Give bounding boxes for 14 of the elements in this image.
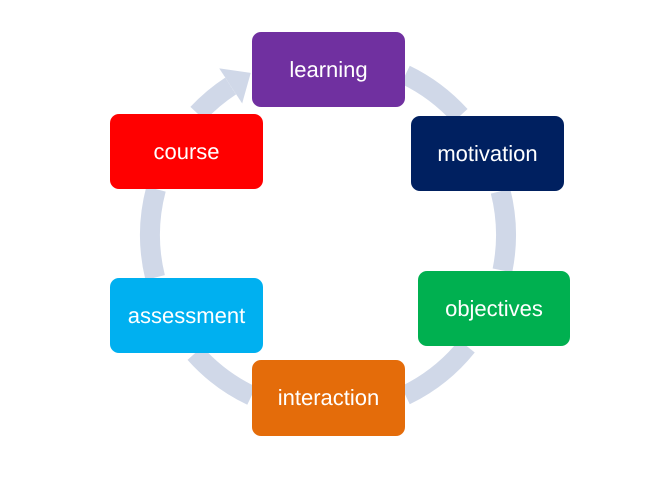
cycle-line bbox=[490, 189, 516, 272]
step-label: learning bbox=[289, 56, 368, 82]
step-label: objectives bbox=[445, 296, 543, 322]
step-label: interaction bbox=[278, 385, 380, 411]
process-box bbox=[252, 360, 405, 436]
process-box bbox=[411, 116, 564, 191]
process-box bbox=[110, 114, 263, 189]
step-label: assessment bbox=[128, 302, 246, 328]
process-box bbox=[418, 271, 570, 346]
cycle-line bbox=[140, 187, 166, 280]
process-box bbox=[110, 278, 263, 353]
step-label: course bbox=[153, 138, 220, 164]
process-box bbox=[252, 32, 405, 107]
step-label: motivation bbox=[437, 140, 538, 166]
